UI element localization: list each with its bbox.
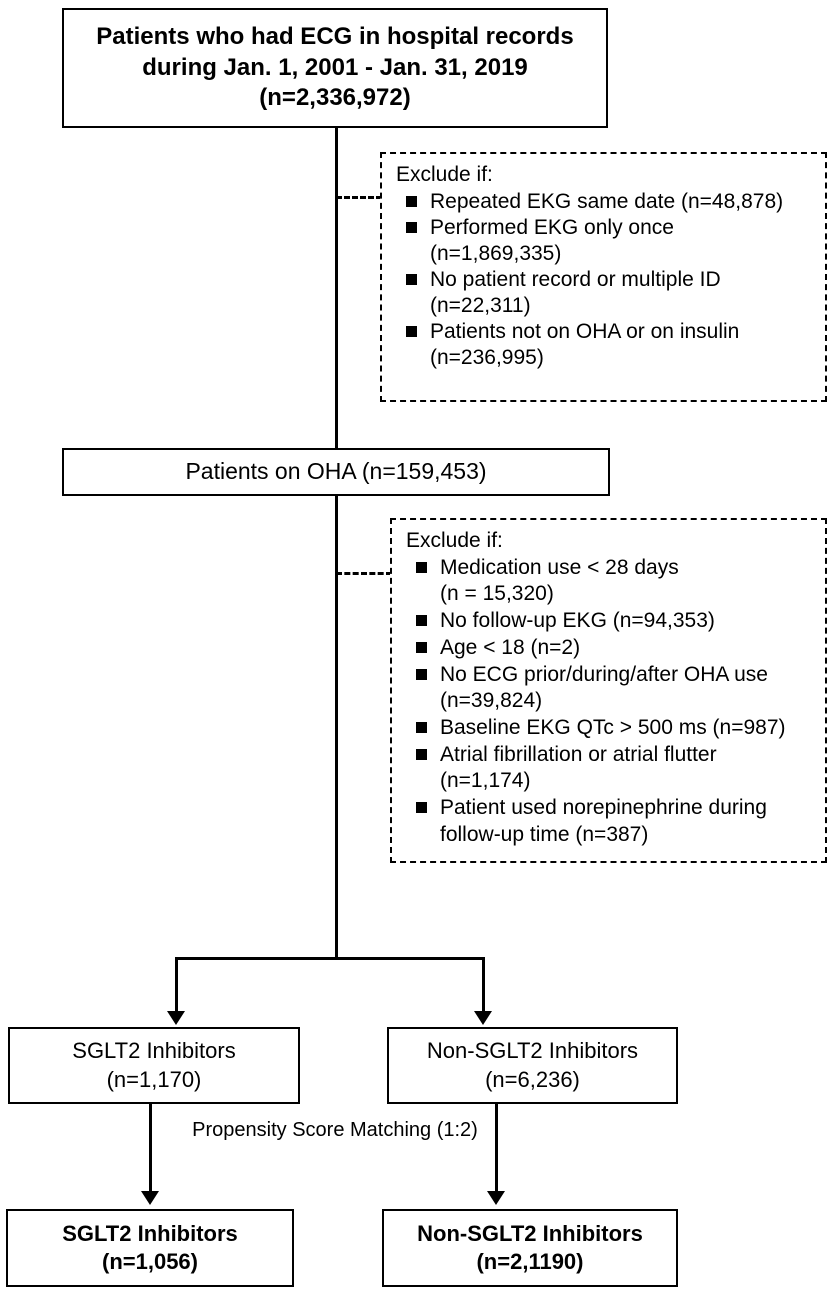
square-bullet-icon [406, 222, 417, 234]
square-bullet-icon [416, 722, 427, 734]
exclusion-item-line-1: Age < 18 (n=2) [440, 636, 581, 660]
square-bullet-icon [416, 642, 427, 654]
exclusion-item: Patients not on OHA or on insulin (n=236… [394, 319, 815, 371]
exclusion-item-text: Atrial fibrillation or atrial flutter (n… [440, 742, 815, 794]
square-bullet-icon [406, 196, 417, 208]
matched-sglt2-line-2: (n=1,056) [102, 1249, 198, 1274]
exclusion-item-line-2: (n=1,869,335) [430, 242, 562, 266]
box-source-cohort: Patients who had ECG in hospital records… [62, 8, 608, 128]
exclusion-item-text: No follow-up EKG (n=94,353) [440, 608, 815, 634]
exclusion-item-line-1: Baseline EKG QTc > 500 ms (n=987) [440, 716, 786, 740]
exclusion-item-text: Baseline EKG QTc > 500 ms (n=987) [440, 715, 815, 741]
exclusion-item-line-1: No follow-up EKG (n=94,353) [440, 609, 715, 633]
exclusion-item-line-1: Patients not on OHA or on insulin [430, 320, 740, 344]
caption-propensity-score-matching: Propensity Score Matching (1:2) [190, 1118, 480, 1143]
exclusion-item-text: No patient record or multiple ID (n=22,3… [430, 267, 815, 319]
arrowhead-to-matched-sglt2 [141, 1191, 159, 1205]
exclusion-item-line-2: follow-up time (n=387) [440, 822, 649, 846]
exclusion-item-text: Patients not on OHA or on insulin (n=236… [430, 319, 815, 371]
exclusion-item: No follow-up EKG (n=94,353) [404, 608, 815, 634]
box-oha-cohort: Patients on OHA (n=159,453) [62, 448, 610, 496]
arrowhead-to-arm-sglt2 [167, 1011, 185, 1025]
arrowhead-to-matched-non-sglt2 [487, 1191, 505, 1205]
square-bullet-icon [416, 669, 427, 681]
exclusion-item-line-1: Medication use < 28 days [440, 556, 679, 580]
connector-sglt2-to-matched [149, 1104, 152, 1193]
square-bullet-icon [406, 326, 417, 338]
connector-non-sglt2-to-matched [495, 1104, 498, 1193]
exclusion-item-line-1: Atrial fibrillation or atrial flutter [440, 743, 717, 767]
connector-dashed-exclusions-1 [336, 196, 382, 199]
exclusion-item-line-1: No patient record or multiple ID [430, 268, 721, 292]
exclusion-item-line-1: Repeated EKG same date (n=48,878) [430, 190, 784, 214]
matched-non-sglt2-line-1: Non-SGLT2 Inhibitors [417, 1220, 643, 1246]
exclusion-item-line-2: (n=236,995) [430, 346, 544, 370]
square-bullet-icon [416, 562, 427, 574]
square-bullet-icon [416, 802, 427, 814]
box-arm-sglt2: SGLT2 Inhibitors (n=1,170) [8, 1027, 300, 1104]
arm-non-sglt2-line-2: (n=6,236) [485, 1066, 580, 1092]
matched-non-sglt2-line-2: (n=2,1190) [476, 1249, 584, 1274]
exclusion-item: No ECG prior/during/after OHA use (n=39,… [404, 662, 815, 714]
exclusion-item-text: Repeated EKG same date (n=48,878) [430, 189, 815, 215]
arrowhead-to-arm-non-sglt2 [474, 1011, 492, 1025]
box-exclusions-1: Exclude if: Repeated EKG same date (n=48… [380, 152, 827, 402]
arm-sglt2-line-2: (n=1,170) [106, 1066, 202, 1092]
exclusion-item: Medication use < 28 days (n = 15,320) [404, 555, 815, 607]
box-matched-non-sglt2: Non-SGLT2 Inhibitors (n=2,1190) [382, 1209, 678, 1287]
exclusion-item: Performed EKG only once (n=1,869,335) [394, 215, 815, 267]
connector-source-to-oha [335, 128, 338, 448]
exclusion-item: Atrial fibrillation or atrial flutter (n… [404, 742, 815, 794]
exclusion-item-text: Patient used norepinephrine during follo… [440, 795, 815, 847]
exclusion-item-text: No ECG prior/during/after OHA use (n=39,… [440, 662, 815, 714]
exclusions-2-title: Exclude if: [406, 529, 503, 552]
exclusion-item: Age < 18 (n=2) [404, 635, 815, 661]
connector-oha-to-split [335, 496, 338, 959]
square-bullet-icon [416, 615, 427, 627]
exclusion-item: No patient record or multiple ID (n=22,3… [394, 267, 815, 319]
arm-sglt2-line-1: SGLT2 Inhibitors [72, 1038, 236, 1064]
exclusion-item-text: Age < 18 (n=2) [440, 635, 815, 661]
exclusion-item-line-1: No ECG prior/during/after OHA use [440, 663, 768, 687]
propensity-line-2: (1:2) [436, 1119, 478, 1141]
propensity-line-1: Propensity Score Matching [192, 1119, 432, 1141]
box-arm-non-sglt2: Non-SGLT2 Inhibitors (n=6,236) [387, 1027, 678, 1104]
oha-cohort-line-1: Patients on OHA (n=159,453) [185, 458, 487, 485]
exclusion-item-line-2: (n=39,824) [440, 689, 543, 713]
connector-dashed-exclusions-2 [336, 572, 392, 575]
arm-non-sglt2-line-1: Non-SGLT2 Inhibitors [426, 1038, 639, 1064]
source-cohort-line-1: Patients who had ECG in hospital records [96, 22, 574, 50]
exclusion-item-line-2: (n = 15,320) [440, 582, 554, 606]
connector-split-bar [175, 957, 485, 960]
connector-split-left-arm [175, 957, 178, 1013]
exclusions-1-list: Repeated EKG same date (n=48,878) Perfor… [394, 189, 815, 371]
connector-split-right-arm [482, 957, 485, 1013]
exclusions-1-title: Exclude if: [396, 163, 493, 186]
exclusion-item: Baseline EKG QTc > 500 ms (n=987) [404, 715, 815, 741]
exclusion-item-line-2: (n=1,174) [440, 769, 531, 793]
exclusion-item-line-1: Performed EKG only once [430, 216, 674, 240]
exclusion-item-line-2: (n=22,311) [430, 294, 531, 318]
source-cohort-line-2: during Jan. 1, 2001 - Jan. 31, 2019 [142, 53, 528, 81]
exclusions-2-list: Medication use < 28 days (n = 15,320) No… [404, 555, 815, 847]
exclusion-item-text: Medication use < 28 days (n = 15,320) [440, 555, 815, 607]
exclusion-item-text: Performed EKG only once (n=1,869,335) [430, 215, 815, 267]
square-bullet-icon [406, 274, 417, 286]
box-exclusions-2: Exclude if: Medication use < 28 days (n … [390, 518, 827, 863]
box-matched-sglt2: SGLT2 Inhibitors (n=1,056) [6, 1209, 294, 1287]
matched-sglt2-line-1: SGLT2 Inhibitors [62, 1220, 238, 1246]
source-cohort-line-3: (n=2,336,972) [259, 84, 411, 112]
exclusion-item: Patient used norepinephrine during follo… [404, 795, 815, 847]
exclusion-item-line-1: Patient used norepinephrine during [440, 796, 767, 820]
square-bullet-icon [416, 749, 427, 761]
exclusion-item: Repeated EKG same date (n=48,878) [394, 189, 815, 215]
